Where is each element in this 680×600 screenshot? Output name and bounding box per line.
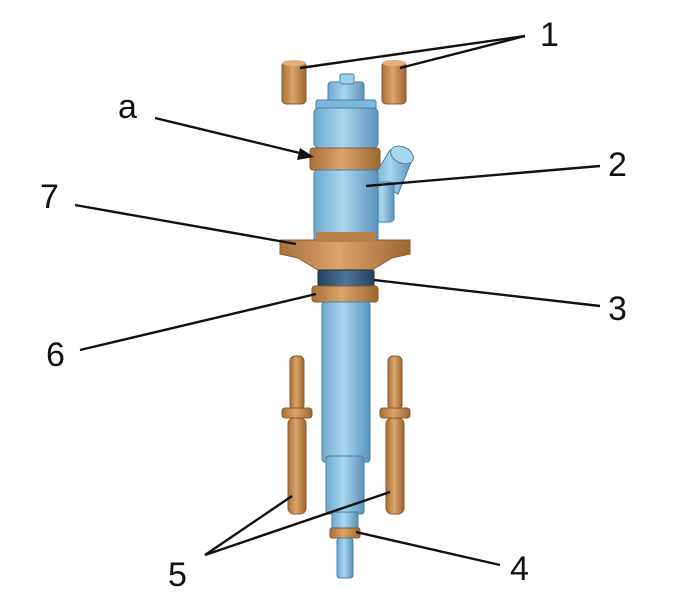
leader-7 [74, 203, 297, 246]
leader-1-left [299, 34, 526, 70]
copper-washer [311, 285, 379, 303]
label-4: 4 [510, 550, 529, 588]
injector-connector [315, 73, 377, 111]
copper-cap-left [281, 60, 307, 105]
leader-4 [355, 530, 501, 567]
label-2: 2 [608, 146, 627, 184]
nozzle-tip [336, 537, 354, 579]
label-1: 1 [540, 16, 559, 54]
leader-5-right [204, 490, 391, 557]
leader-5-left [204, 495, 293, 556]
arrow-a-icon [297, 148, 314, 160]
label-a: a [118, 88, 137, 126]
nozzle-washer [329, 527, 361, 539]
label-6: 6 [46, 336, 65, 374]
label-7: 7 [40, 178, 59, 216]
leader-2 [365, 164, 601, 188]
injector-main-body [313, 169, 379, 243]
leader-a [154, 116, 309, 157]
leader-lines [74, 34, 601, 567]
stud-right [379, 355, 411, 515]
injector-upper-body [313, 107, 379, 149]
clamp-flange [279, 232, 411, 271]
copper-ring-a [309, 147, 381, 171]
label-5: 5 [168, 556, 187, 594]
stud-left [281, 355, 313, 515]
copper-cap-right [381, 60, 407, 105]
injector-shaft [321, 301, 371, 535]
leader-6 [79, 292, 317, 352]
seal-ring [317, 269, 375, 289]
label-3: 3 [608, 290, 627, 328]
leader-3 [373, 278, 601, 308]
leader-1-right [399, 34, 526, 70]
